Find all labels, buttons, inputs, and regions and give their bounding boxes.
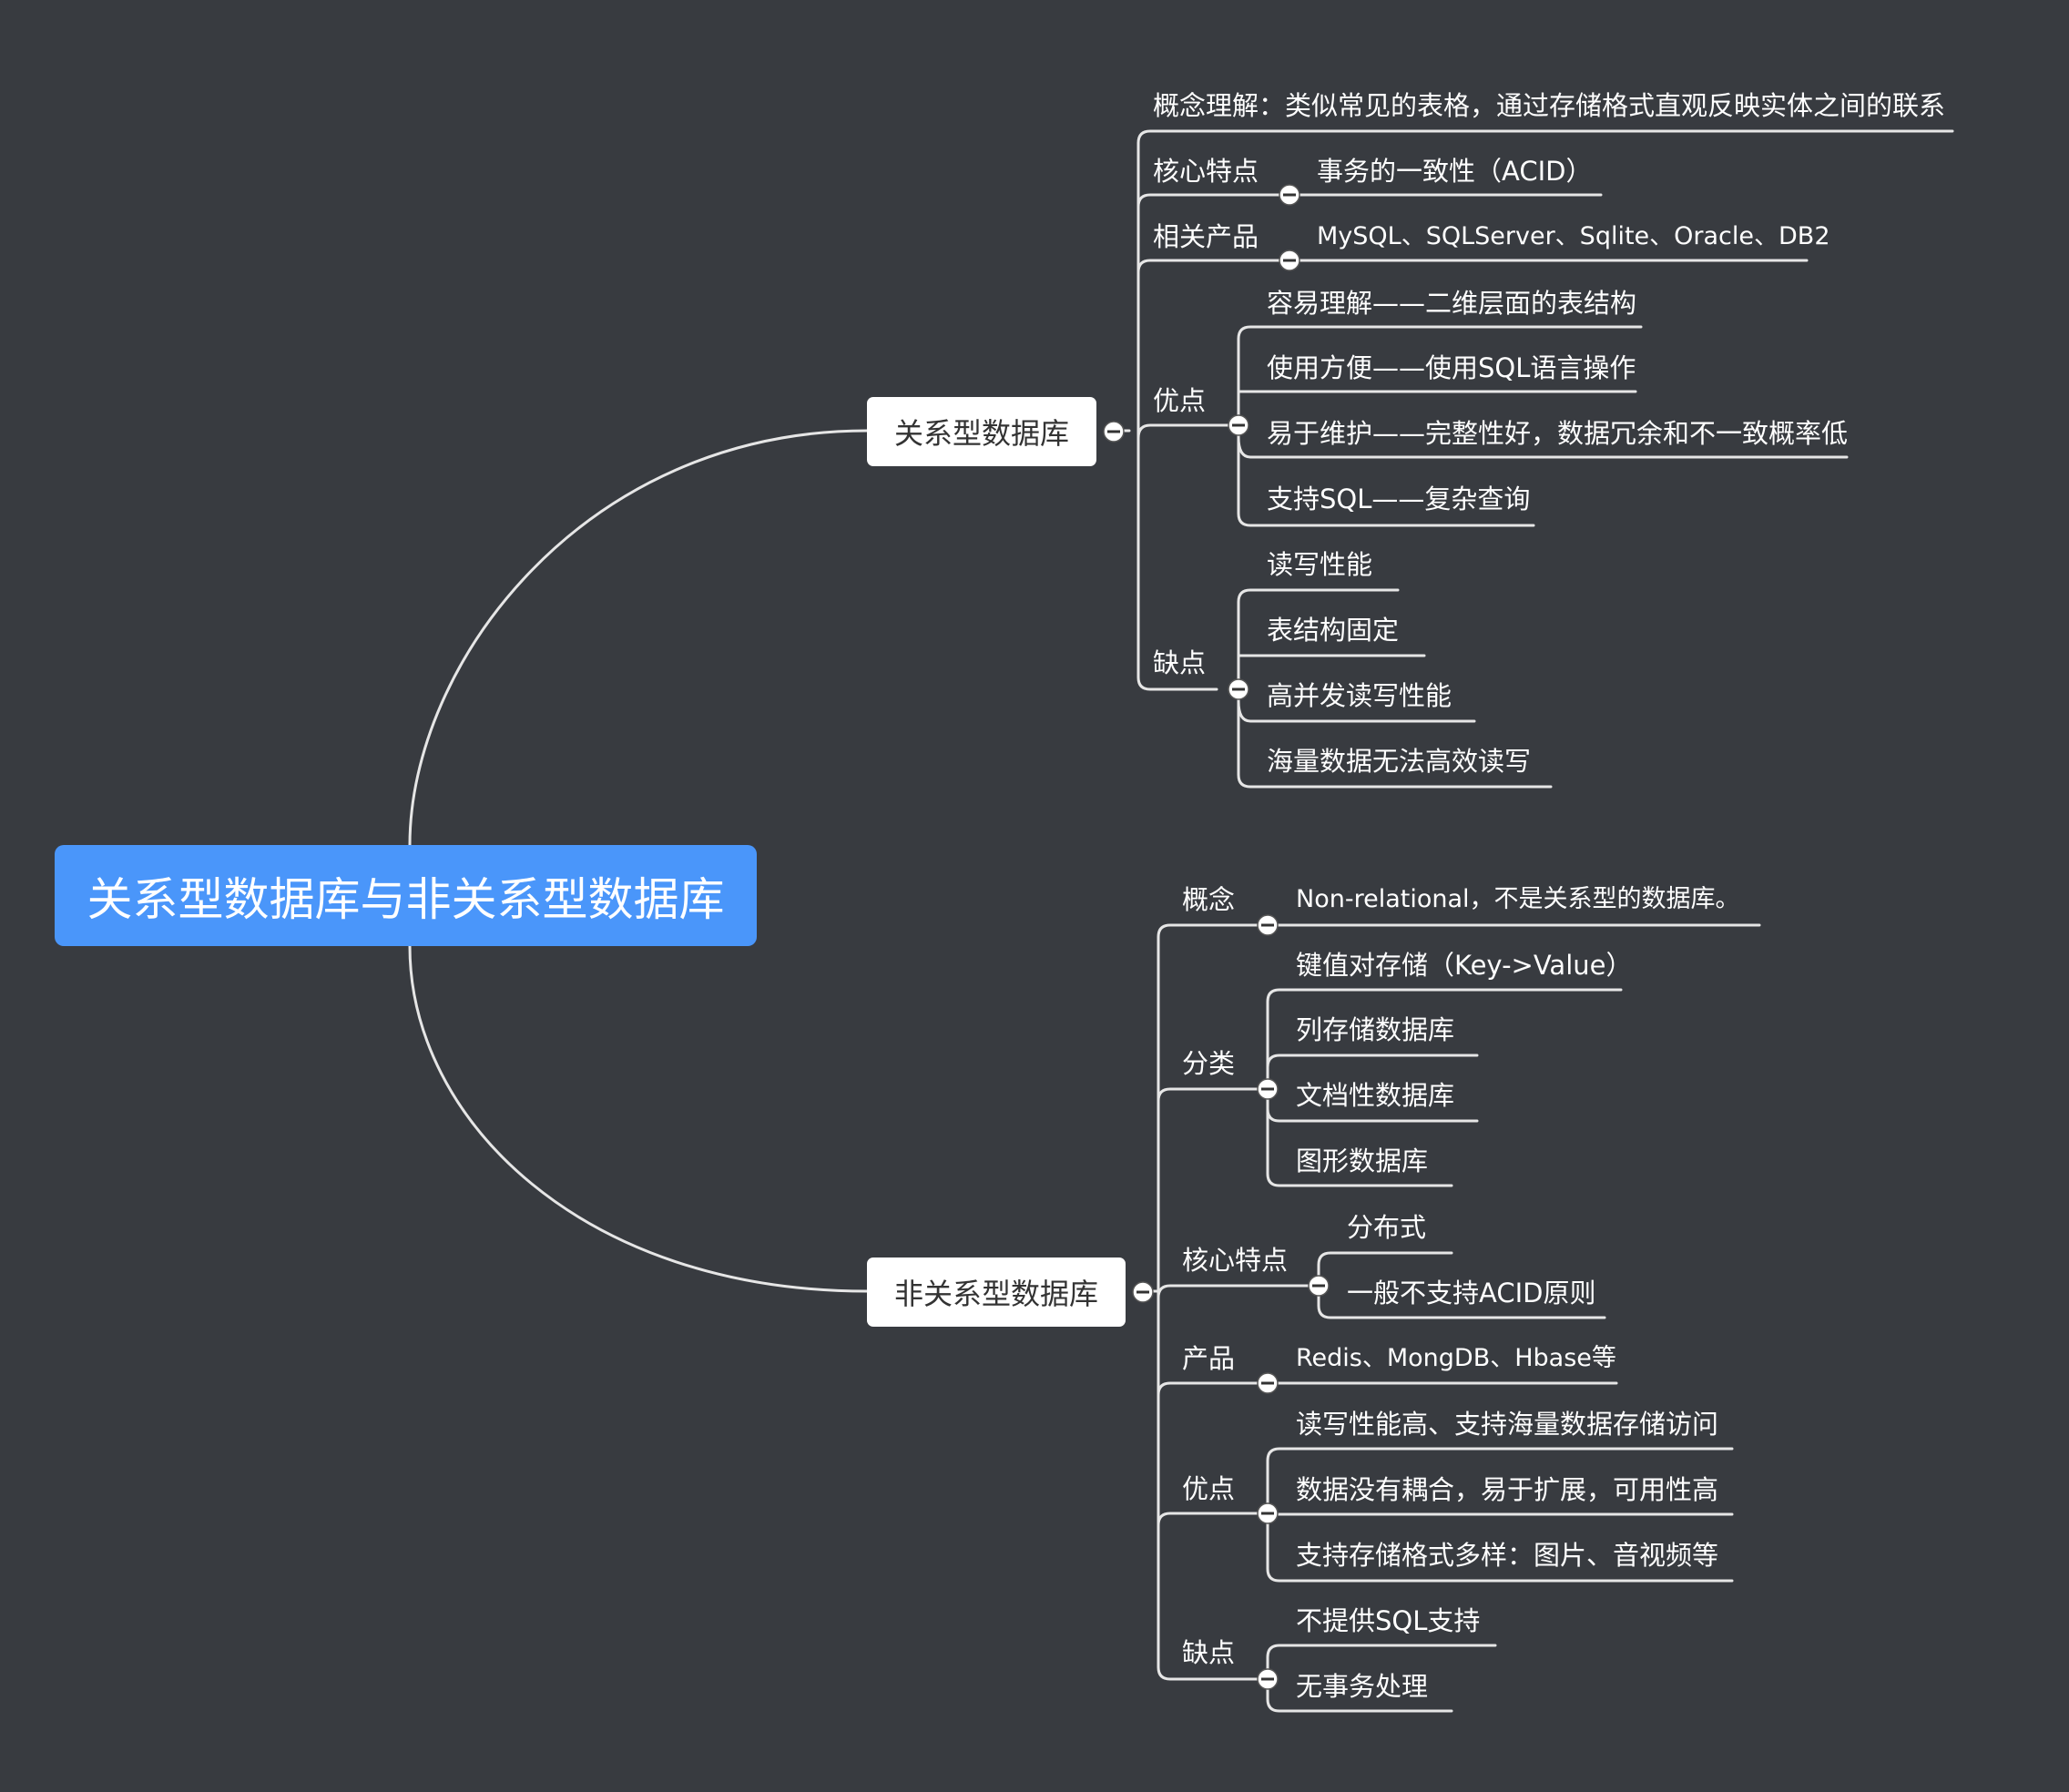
nonrelational-products-item[interactable]: Redis、MongDB、Hbase等 [1296, 1344, 1616, 1372]
nonrelational-pros-label[interactable]: 优点 [1182, 1473, 1236, 1504]
root-to-relational-line [408, 429, 869, 847]
relational-cons-item[interactable]: 表结构固定 [1267, 615, 1400, 646]
relational-pros-label[interactable]: 优点 [1153, 385, 1207, 416]
nonrelational-cons-item[interactable]: 不提供SQL支持 [1296, 1605, 1481, 1636]
topic-relational-db[interactable]: 关系型数据库 [867, 397, 1096, 466]
nonrelational-cons-label[interactable]: 缺点 [1182, 1637, 1236, 1668]
nonrelational-cons-item[interactable]: 无事务处理 [1296, 1671, 1429, 1702]
nonrelational-products-label[interactable]: 产品 [1182, 1343, 1236, 1374]
relational-cons-item[interactable]: 高并发读写性能 [1267, 680, 1452, 711]
relational-pros-item[interactable]: 支持SQL——复杂查询 [1267, 484, 1531, 514]
relational-concept[interactable]: 概念理解：类似常见的表格，通过存储格式直观反映实体之间的联系 [1153, 90, 1946, 121]
nonrelational-concept-item[interactable]: Non-relational，不是关系型的数据库。 [1296, 885, 1740, 913]
relational-cons-item[interactable]: 读写性能 [1267, 549, 1373, 580]
relational-cons-item[interactable]: 海量数据无法高效读写 [1267, 746, 1532, 777]
relational-pros-item[interactable]: 易于维护——完整性好，数据冗余和不一致概率低 [1267, 418, 1849, 449]
root-to-nonrelational-line [408, 944, 869, 1293]
root-topic[interactable]: 关系型数据库与非关系型数据库 [55, 845, 757, 946]
nonrelational-pros-item[interactable]: 支持存储格式多样：图片、音视频等 [1296, 1540, 1719, 1571]
relational-trunk [1122, 129, 1954, 691]
relational-cons-label[interactable]: 缺点 [1153, 647, 1207, 678]
relational-core-item[interactable]: 事务的一致性（ACID） [1317, 156, 1593, 187]
relational-pros-item[interactable]: 使用方便——使用SQL语言操作 [1267, 352, 1636, 383]
relational-products-label[interactable]: 相关产品 [1153, 221, 1259, 252]
relational-pros-item[interactable]: 容易理解——二维层面的表结构 [1267, 288, 1637, 319]
topic-nonrelational-db[interactable]: 非关系型数据库 [867, 1257, 1126, 1327]
nonrelational-types-label[interactable]: 分类 [1182, 1048, 1236, 1079]
relational-core-label[interactable]: 核心特点 [1153, 156, 1259, 187]
nonrelational-trunk [1151, 923, 1269, 1681]
nonrelational-core-item[interactable]: 分布式 [1347, 1212, 1427, 1243]
nonrelational-core-item[interactable]: 一般不支持ACID原则 [1347, 1278, 1596, 1308]
relational-products-item[interactable]: MySQL、SQLServer、Sqlite、Oracle、DB2 [1317, 222, 1830, 250]
nonrelational-types-item[interactable]: 列存储数据库 [1296, 1014, 1455, 1045]
nonrelational-pros-item[interactable]: 读写性能高、支持海量数据存储访问 [1296, 1409, 1719, 1440]
nonrelational-types-item[interactable]: 文档性数据库 [1296, 1080, 1455, 1111]
nonrelational-types-item[interactable]: 键值对存储（Key->Value） [1296, 950, 1633, 981]
nonrelational-pros-item[interactable]: 数据没有耦合，易于扩展，可用性高 [1296, 1474, 1719, 1505]
nonrelational-core-label[interactable]: 核心特点 [1182, 1245, 1289, 1276]
nonrelational-concept-label[interactable]: 概念 [1182, 884, 1236, 915]
nonrelational-types-item[interactable]: 图形数据库 [1296, 1145, 1429, 1176]
